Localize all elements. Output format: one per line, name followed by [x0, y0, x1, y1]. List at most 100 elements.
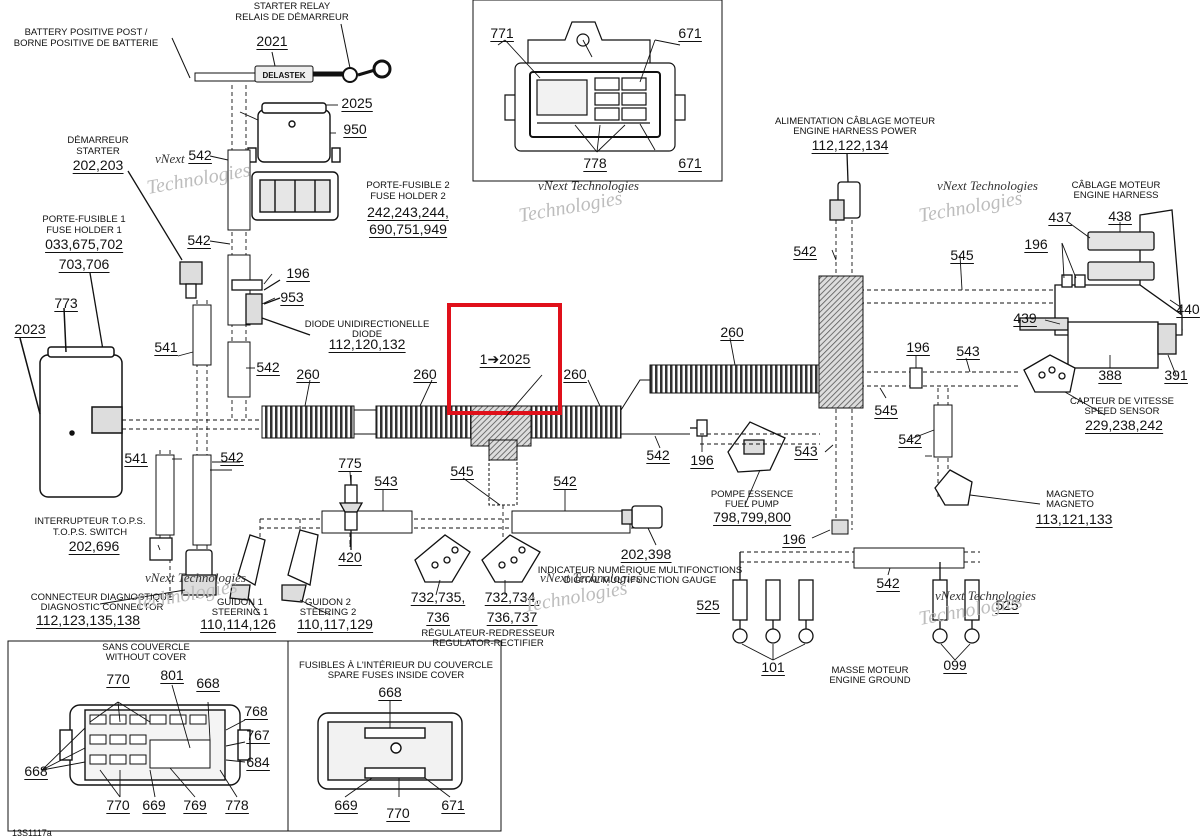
196-tap-right: [909, 367, 923, 389]
ref-number-801: 801: [160, 667, 184, 683]
ref-number-525a: 525: [696, 597, 720, 613]
label-spare-fuses-en: SPARE FUSES INSIDE COVER: [328, 670, 465, 681]
ref-number-732a: 732,735,: [411, 589, 466, 605]
watermark-6a: vNext Technologies: [935, 588, 1036, 603]
label-speed-sensor-fr: CAPTEUR DE VITESSE: [1070, 396, 1174, 407]
ref-number-202_203: 202,203: [73, 157, 124, 173]
ref-number-033: 033,675,702: [45, 236, 123, 252]
engine-ground-terminals: [732, 552, 980, 644]
ref-number-260d: 260: [720, 324, 744, 340]
diode-connector: [231, 279, 311, 336]
watermark-2a: vNext Technologies: [538, 178, 639, 193]
ref-number-771: 771: [490, 25, 514, 41]
ref-number-202_696: 202,696: [69, 538, 120, 554]
label-starter: STARTER: [76, 146, 120, 157]
ref-number-778a: 778: [583, 155, 607, 171]
ref-number-703: 703,706: [59, 256, 110, 272]
ref-number-668c: 668: [378, 684, 402, 700]
ref-number-439: 439: [1013, 310, 1037, 326]
speed-sensor-connector: [1023, 354, 1076, 393]
ref-number-798: 798,799,800: [713, 509, 791, 525]
ref-number-260b: 260: [413, 366, 437, 382]
label-digital-gauge-en: DIGITAL MULTIFUNCTION GAUGE: [564, 575, 716, 586]
gauge-connector: [621, 505, 663, 529]
ref-number-542g: 542: [898, 431, 922, 447]
ref-number-113: 113,121,133: [1036, 511, 1113, 527]
ref-number-950: 950: [343, 121, 367, 137]
watermark-2b: Technologies: [517, 187, 624, 227]
label-magneto-fr: MAGNETO: [1046, 489, 1094, 500]
ref-number-440: 440: [1176, 301, 1200, 317]
ref-number-541a: 541: [154, 339, 178, 355]
ref-number-770b: 770: [106, 797, 130, 813]
label-engine-harness-power-en: ENGINE HARNESS POWER: [793, 126, 917, 137]
label-starter-relay-en: STARTER RELAY: [254, 1, 331, 12]
fuse-box-detail-frame: [7, 640, 502, 832]
ref-number-101: 101: [761, 659, 785, 675]
label-steering-2-fr: GUIDON 2: [305, 597, 351, 608]
ref-number-545a: 545: [450, 463, 474, 479]
ref-number-773: 773: [54, 295, 78, 311]
ref-number-542h: 542: [646, 447, 670, 463]
ecu-module-2023: [19, 307, 123, 498]
engine-harness-power-connector: [829, 152, 861, 221]
ref-number-668a: 668: [196, 675, 220, 691]
ref-number-684: 684: [246, 754, 270, 770]
ref-number-542c: 542: [256, 359, 280, 375]
label-without-cover-fr: SANS COUVERCLE: [102, 642, 190, 653]
ref-number-669b: 669: [334, 797, 358, 813]
tops-switch: [149, 537, 217, 596]
label-without-cover-en: WITHOUT COVER: [106, 652, 187, 663]
label-diode-fr: DIODE UNIDIRECTIONELLE: [305, 319, 430, 330]
connector-detail-frame-top: [472, 0, 723, 182]
ref-number-196d: 196: [690, 452, 714, 468]
svg-text:DELASTEK: DELASTEK: [262, 71, 305, 80]
label-fuse-holder-2-fr: PORTE-FUSIBLE 2: [366, 180, 449, 191]
ref-number-669a: 669: [142, 797, 166, 813]
ref-number-099: 099: [943, 657, 967, 673]
ref-number-260a: 260: [296, 366, 320, 382]
watermark-4a: vNext Technologies: [145, 570, 246, 585]
ref-number-770c: 770: [386, 805, 410, 821]
ref-number-767: 767: [246, 727, 270, 743]
ref-number-769: 769: [183, 797, 207, 813]
ref-number-671c: 671: [441, 797, 465, 813]
ref-number-542a: 542: [188, 147, 212, 163]
connector-2025-detail: [504, 21, 686, 152]
label-steering-1-fr: GUIDON 1: [217, 597, 263, 608]
label-magneto-en: MAGNETO: [1046, 499, 1094, 510]
label-regulator-en: REGULATOR-RECTIFIER: [432, 638, 544, 649]
engine-harness-connector: [1019, 209, 1183, 369]
ref-number-112_134: 112,122,134: [812, 137, 889, 153]
ref-number-736b: 736,737: [487, 609, 538, 625]
ref-number-260c: 260: [563, 366, 587, 382]
ref-number-778b: 778: [225, 797, 249, 813]
label-regulator-fr: RÉGULATEUR-REDRESSEUR: [421, 628, 555, 639]
ref-number-437: 437: [1048, 209, 1072, 225]
highlight-box-1to2025: [447, 303, 562, 415]
ref-number-543c: 543: [794, 443, 818, 459]
fuse-box-cover: [317, 712, 463, 790]
ref-number-1to2025: 1➔2025: [480, 351, 531, 367]
ref-number-542i: 542: [876, 575, 900, 591]
label-digital-gauge-fr: INDICATEUR NUMÉRIQUE MULTIFONCTIONS: [538, 565, 742, 576]
label-fuel-pump-en: FUEL PUMP: [725, 499, 779, 510]
label-engine-ground-en: ENGINE GROUND: [829, 675, 910, 686]
ref-number-196e: 196: [782, 531, 806, 547]
watermark-3a: vNext Technologies: [937, 178, 1038, 193]
ref-number-671b: 671: [678, 155, 702, 171]
label-steering-1-en: STEERING 1: [212, 607, 269, 618]
ref-number-525b: 525: [995, 597, 1019, 613]
label-demarreur: DÉMARREUR: [67, 135, 128, 146]
component-labels: BATTERY POSITIVE POST / BORNE POSITIVE D…: [14, 1, 1174, 686]
ref-number-196b: 196: [1024, 236, 1048, 252]
ref-number-775: 775: [338, 455, 362, 471]
ref-number-542d: 542: [220, 449, 244, 465]
ref-number-770a: 770: [106, 671, 130, 687]
regulator-connectors: [414, 534, 541, 583]
label-engine-harness-fr: CÂBLAGE MOTEUR: [1072, 180, 1161, 191]
ref-number-545b: 545: [950, 247, 974, 263]
ref-number-229: 229,238,242: [1085, 417, 1163, 433]
